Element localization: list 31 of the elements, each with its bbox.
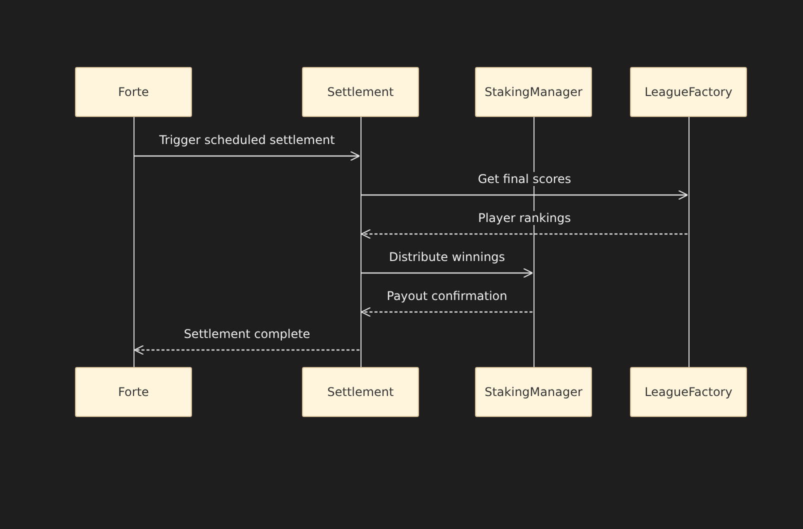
- participant-name: Forte: [118, 85, 149, 99]
- participant-name: LeagueFactory: [644, 85, 732, 99]
- participant-name: Forte: [118, 385, 149, 399]
- participant-name: LeagueFactory: [644, 385, 732, 399]
- participant-box: [75, 367, 192, 417]
- participant-box: [302, 67, 419, 117]
- participant-box: [630, 67, 747, 117]
- message-arrow: [362, 268, 534, 278]
- message-label: Trigger scheduled settlement: [157, 133, 337, 147]
- participant-box: [75, 67, 192, 117]
- message-arrow: [362, 190, 688, 200]
- participant-name: StakingManager: [484, 85, 582, 99]
- message-label: Payout confirmation: [384, 289, 510, 303]
- participant-box: [475, 367, 592, 417]
- participant-name: Settlement: [327, 85, 394, 99]
- participant-name: Settlement: [327, 385, 394, 399]
- participant-box: [475, 67, 592, 117]
- message-label: Settlement complete: [182, 327, 312, 341]
- message-arrow: [134, 344, 360, 356]
- message-arrow: [360, 306, 532, 318]
- lifeline: [132, 117, 134, 367]
- message-label: Player rankings: [476, 211, 573, 225]
- message-arrow: [360, 228, 688, 240]
- participant-box: [302, 367, 419, 417]
- message-label: Get final scores: [476, 172, 574, 186]
- participant-box: [630, 367, 747, 417]
- lifeline: [532, 117, 534, 367]
- lifeline: [688, 117, 690, 367]
- participant-name: StakingManager: [484, 385, 582, 399]
- lifeline: [360, 117, 362, 367]
- message-arrow: [134, 150, 360, 162]
